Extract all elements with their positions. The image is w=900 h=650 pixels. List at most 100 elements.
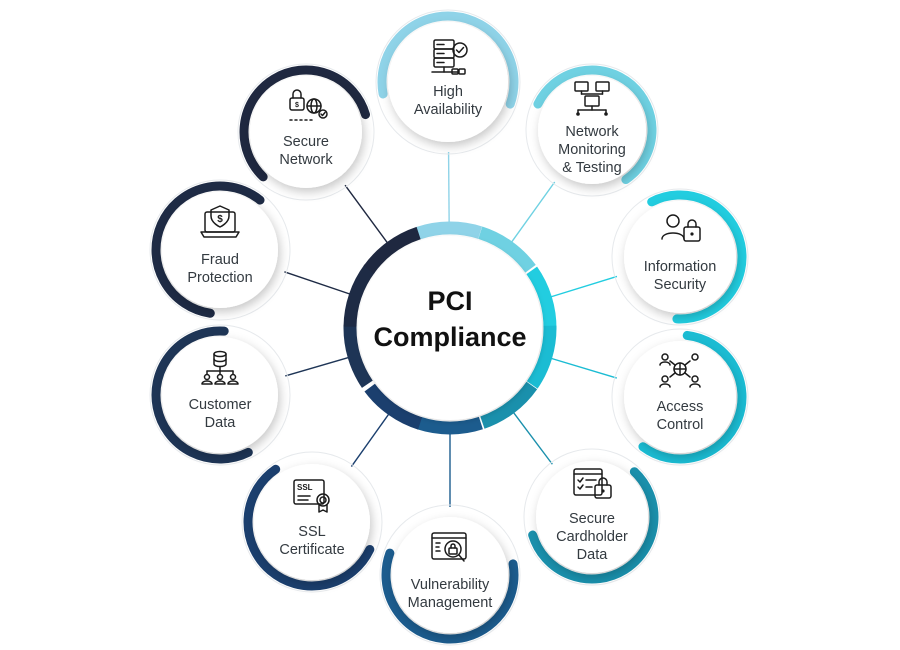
node-fraud-protection: $ Fraud Protection — [149, 179, 291, 321]
connector-line — [545, 356, 617, 379]
node-disc — [538, 76, 646, 184]
node-label-line2: Certificate — [279, 542, 344, 558]
node-disc — [624, 341, 736, 453]
node-label-line2: Data — [205, 415, 237, 431]
node-network-monitoring: Network Monitoring & Testing — [525, 63, 659, 197]
node-arc — [243, 464, 375, 591]
laptop-shield-dollar-icon: $ — [200, 205, 240, 238]
node-disc — [162, 337, 278, 453]
center-ring — [343, 221, 557, 435]
node-outline — [525, 63, 659, 197]
node-label-line2: Network — [279, 152, 333, 168]
center-ring-segment — [364, 383, 423, 430]
node-label-line2: Protection — [187, 270, 252, 286]
node-label-line3: & Testing — [562, 160, 621, 176]
search-lock-icon — [431, 532, 467, 562]
user-lock-icon — [661, 214, 701, 242]
lock-globe-icon: $ — [289, 89, 328, 121]
node-arc — [151, 326, 253, 464]
node-label-line3: Data — [577, 547, 609, 563]
node-information-security: Information Security — [611, 188, 749, 326]
node-outline — [241, 451, 383, 593]
access-network-icon — [659, 353, 701, 388]
connector-line — [350, 409, 393, 467]
node-label-line1: Information — [644, 259, 717, 275]
node-label-line2: Availability — [414, 102, 483, 118]
node-disc — [388, 22, 508, 142]
connector-line — [344, 184, 392, 248]
connector-line — [285, 355, 355, 377]
center-ring-segment — [343, 264, 376, 327]
network-monitors-icon — [574, 81, 610, 116]
node-outline — [379, 504, 521, 646]
node-ssl-certificate: SSL SSL Certificate — [241, 451, 383, 593]
node-label-line1: Secure — [569, 511, 615, 527]
server-check-icon — [431, 39, 468, 75]
node-outline — [375, 9, 521, 155]
node-arc — [647, 190, 747, 324]
node-label-line2: Monitoring — [558, 142, 626, 158]
node-label-line1: High — [433, 84, 463, 100]
node-label-line1: SSL — [298, 524, 325, 540]
node-outline — [149, 324, 291, 466]
ssl-certificate-icon: SSL — [293, 479, 330, 513]
node-outline — [611, 188, 749, 326]
node-access-control: Access Control — [611, 328, 749, 466]
center-ring-segment — [343, 324, 373, 388]
connector-line — [509, 407, 553, 465]
node-customer-data: Customer Data — [149, 324, 291, 466]
node-disc — [250, 76, 362, 188]
node-arc — [377, 11, 519, 109]
node-disc — [162, 192, 278, 308]
node-label-line1: Customer — [189, 397, 252, 413]
center-title-line1: PCI — [427, 286, 472, 316]
node-label-line2: Security — [654, 277, 707, 293]
center-ring-segment — [363, 226, 421, 274]
svg-text:$: $ — [217, 214, 223, 225]
node-disc — [536, 461, 648, 573]
node-outline — [237, 63, 375, 201]
node-arc — [533, 65, 657, 185]
node-arc — [638, 330, 747, 464]
node-label-line1: Secure — [283, 134, 329, 150]
center-ring-segment — [478, 226, 536, 273]
center-circle — [358, 236, 542, 420]
connector-line — [447, 151, 450, 229]
connector-line — [284, 271, 356, 297]
node-label-line2: Management — [408, 595, 493, 611]
node-label-line1: Access — [657, 399, 704, 415]
node-secure-network: $ Secure Network — [237, 63, 375, 201]
node-vulnerability-management: Vulnerability Management — [379, 504, 521, 646]
node-high-availability: High Availability — [375, 9, 521, 155]
node-label-line1: Vulnerability — [411, 577, 490, 593]
node-arc — [528, 467, 659, 584]
node-label-line1: Network — [565, 124, 619, 140]
center-title-line2: Compliance — [373, 322, 526, 352]
node-disc — [624, 201, 736, 313]
node-outline — [611, 328, 749, 466]
connector-line — [507, 181, 556, 248]
node-outline — [523, 448, 661, 586]
node-label-line1: Fraud — [201, 252, 239, 268]
svg-text:$: $ — [295, 102, 299, 109]
node-label-line2: Cardholder — [556, 529, 628, 545]
node-disc — [254, 464, 370, 580]
center-ring-segment — [480, 381, 538, 429]
node-disc — [392, 517, 508, 633]
checklist-lock-icon — [573, 468, 612, 499]
ssl-icon-text: SSL — [297, 483, 313, 492]
center-ring-segment — [417, 416, 483, 435]
node-arc — [239, 65, 371, 182]
node-outline — [149, 179, 291, 321]
database-users-icon — [201, 350, 239, 385]
center-ring-segment — [526, 266, 557, 330]
center-ring-segment — [416, 221, 483, 240]
connector-lines — [284, 151, 618, 507]
node-secure-cardholder-data: Secure Cardholder Data — [523, 448, 661, 586]
node-label-line2: Control — [657, 417, 704, 433]
center-ring-segment — [526, 325, 557, 389]
node-arc — [151, 181, 265, 318]
node-arc — [381, 548, 519, 644]
